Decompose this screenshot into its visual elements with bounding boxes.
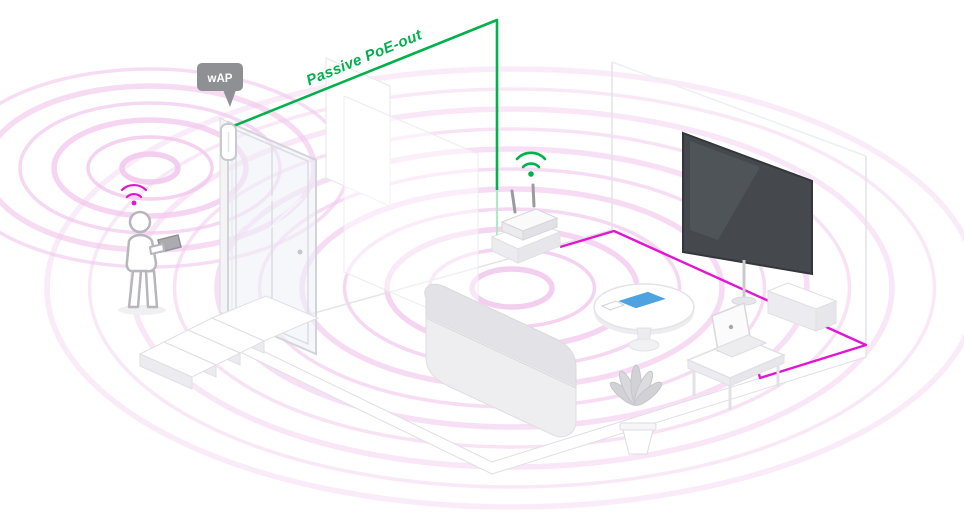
laptop-logo-dot <box>728 324 734 330</box>
wifi-ring <box>51 117 249 219</box>
wifi-icon-router <box>515 151 547 177</box>
person-head <box>128 210 152 234</box>
wifi-ring <box>469 266 555 310</box>
sofa-seat <box>425 315 577 438</box>
wifi-dot <box>131 200 137 206</box>
side-table-side <box>729 354 785 387</box>
person-shadow <box>118 305 166 315</box>
sofa-backrest <box>424 283 577 391</box>
wifi-coverage-rings-router <box>44 66 964 510</box>
wifi-ring <box>119 151 181 185</box>
router-antenna <box>510 189 517 214</box>
wall-top-right <box>611 61 867 157</box>
glass-reflection <box>242 170 302 227</box>
wifi-arc <box>125 193 143 199</box>
wifi-arc <box>120 183 148 192</box>
wifi-ring <box>214 146 810 430</box>
tv-group <box>682 131 838 332</box>
wifi-ring <box>44 66 964 510</box>
router-body-side <box>522 217 558 241</box>
table-legs <box>692 344 780 410</box>
stair-riser <box>139 353 193 390</box>
person-torso <box>125 233 158 273</box>
plant-leaf <box>634 381 663 406</box>
phone-device <box>600 300 626 311</box>
plant-pot-rim <box>619 422 657 431</box>
sofa <box>424 283 577 438</box>
wifi-ring <box>87 87 937 489</box>
wap-label: wAP <box>207 73 233 85</box>
person-leg <box>144 269 159 309</box>
speech-bubble <box>197 63 243 91</box>
sofa-seam <box>425 317 577 389</box>
wifi-icon-client <box>120 183 148 206</box>
router-shelf-side <box>517 231 561 264</box>
tv-screen-sheen <box>690 141 760 240</box>
plant-pot <box>622 429 654 455</box>
media-console-side <box>815 300 837 332</box>
speech-bubble-tail <box>223 90 236 107</box>
poe-cable <box>230 18 499 190</box>
wifi-ring <box>86 135 214 201</box>
wifi-arc <box>515 151 547 161</box>
plant <box>609 364 663 455</box>
door-inner-frame <box>235 128 309 346</box>
wifi-ring <box>172 127 852 449</box>
stairs <box>138 295 320 390</box>
entrance <box>138 117 320 390</box>
table-foot <box>628 338 660 352</box>
laptop-base <box>712 334 768 358</box>
wifi-arc <box>521 162 541 169</box>
router-antenna <box>531 183 536 208</box>
wap-device-group: wAP <box>197 63 243 161</box>
coffee-table-group <box>593 283 695 352</box>
tablet-device <box>613 290 671 310</box>
glass-reflection <box>249 197 303 248</box>
wifi-dot <box>528 171 534 177</box>
door-handle <box>297 249 303 255</box>
person-arm <box>149 243 165 255</box>
person <box>118 183 182 315</box>
router-group <box>490 151 562 264</box>
side-table-group <box>686 301 786 410</box>
